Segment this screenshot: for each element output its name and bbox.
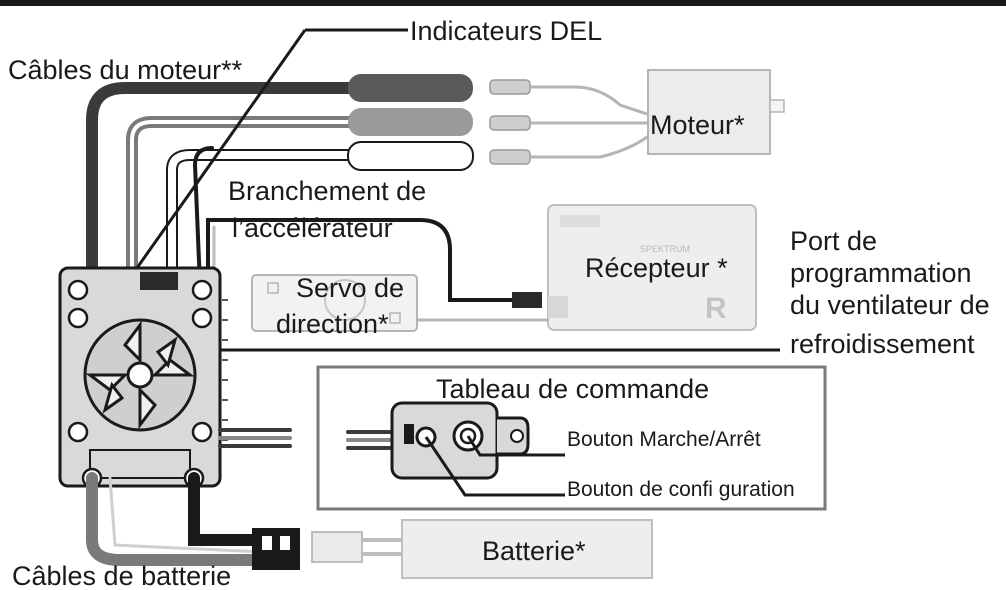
receiver-logo: R (705, 292, 727, 325)
on-off-label: Bouton Marche/Arrêt (567, 428, 761, 451)
battery-connector (252, 528, 300, 570)
on-off-leader (466, 435, 565, 457)
port-label-line3: du ventilateur de (790, 290, 990, 320)
battery-lead (311, 531, 402, 563)
config-leader (424, 436, 565, 497)
bullet-connectors (489, 79, 531, 165)
top-border (0, 0, 1006, 6)
led-leader (118, 29, 307, 293)
motor-wire-sleeves (347, 74, 474, 171)
receiver: SPEKTRUM R (547, 204, 757, 331)
receiver-brand: SPEKTRUM (640, 244, 690, 254)
steering-servo (251, 274, 548, 332)
throttle-plug (512, 292, 542, 308)
motor-shaft (769, 99, 785, 113)
motor-label: Moteur* (650, 110, 745, 140)
battery-label: Batterie* (482, 536, 586, 566)
receiver-label: Récepteur * (585, 253, 728, 283)
battery-box (401, 519, 653, 579)
motor-wires-label: Câbles du moteur** (8, 55, 243, 85)
throttle-label-line2: l’accélérateur (232, 213, 393, 243)
motor-wires (86, 82, 356, 286)
steering-label-line2: direction* (276, 309, 389, 339)
port-label-line1: Port de (790, 226, 877, 256)
control-panel-title: Tableau de commande (436, 374, 709, 404)
battery-wires (86, 472, 268, 566)
steering-label-line1: Servo de (296, 273, 404, 303)
battery-wires-label: Câbles de batterie (12, 561, 231, 590)
config-label: Bouton de confi guration (567, 478, 795, 501)
port-label-line2: programmation (790, 258, 972, 288)
throttle-label-line1: Branchement de (228, 176, 426, 206)
panel-cable (218, 428, 292, 448)
port-label-line4: refroidissement (790, 329, 975, 359)
motor-leads (530, 85, 651, 159)
led-label: Indicateurs DEL (410, 16, 602, 46)
motor-box (647, 69, 771, 155)
esc-unit (58, 266, 228, 489)
